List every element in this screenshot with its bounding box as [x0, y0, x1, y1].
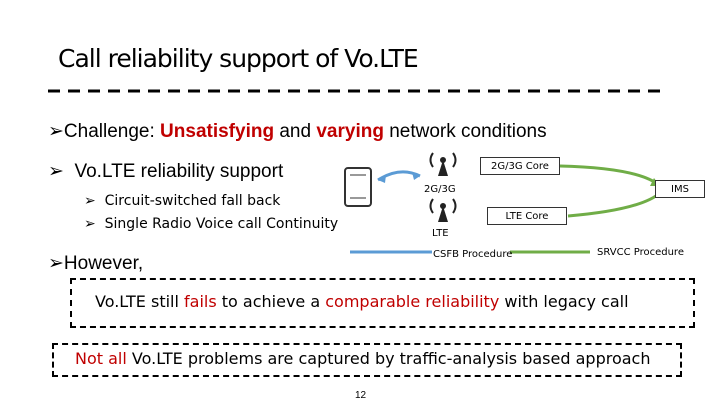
core-2g3g-box: 2G/3G Core	[480, 157, 560, 175]
phone-icon	[344, 167, 372, 207]
conclusion-box-2	[52, 343, 682, 377]
srvcc-label: SRVCC Procedure	[597, 247, 684, 258]
ims-box: IMS	[655, 180, 705, 198]
arrow-bullet-icon: ➢	[84, 193, 96, 209]
page-number: 12	[355, 390, 367, 401]
arrow-bullet-icon: ➢	[48, 120, 64, 142]
csfb-label: CSFB Procedure	[433, 249, 513, 260]
challenge-bullet: ➢Challenge: Unsatisfying and varying net…	[48, 120, 547, 142]
arrow-bullet-icon: ➢	[84, 216, 96, 232]
srvcc-arrow	[559, 164, 662, 218]
conclusion-text-2: Not all Vo.LTE problems are captured by …	[75, 349, 651, 368]
sub-bullet-csfb: ➢ Circuit-switched fall back	[84, 193, 281, 209]
sub-bullet-srvcc: ➢ Single Radio Voice call Continuity	[84, 216, 339, 232]
lte-core-box: LTE Core	[487, 207, 567, 225]
conclusion-text-1: Vo.LTE still fails to achieve a comparab…	[95, 292, 629, 311]
arrow-bullet-icon: ➢	[48, 252, 64, 274]
label-lte: LTE	[432, 228, 449, 239]
conclusion-box-1	[70, 278, 695, 328]
arrow-bullet-icon: ➢	[48, 160, 64, 182]
title-separator	[48, 86, 668, 96]
label-2g3g: 2G/3G	[424, 184, 456, 195]
antenna-lte-icon	[429, 198, 457, 222]
csfb-arrow	[377, 170, 421, 183]
slide-title: Call reliability support of Vo.LTE	[58, 44, 419, 73]
support-bullet: ➢ Vo.LTE reliability support	[48, 160, 284, 182]
antenna-2g3g-icon	[429, 152, 457, 176]
however-bullet: ➢However,	[48, 252, 144, 274]
